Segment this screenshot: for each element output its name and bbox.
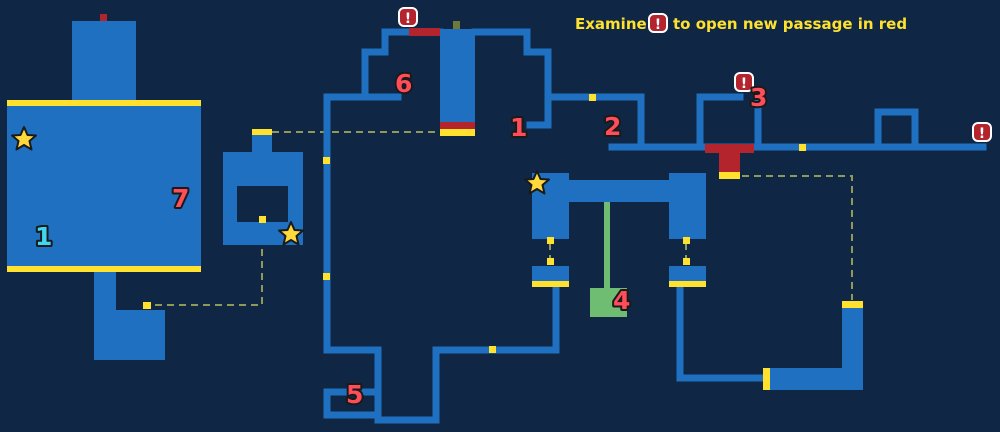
area-label-5: 5 [346, 380, 363, 409]
svg-text:!: ! [655, 17, 661, 33]
red-passage-shaft [440, 122, 475, 129]
area-label-3: 3 [750, 83, 767, 112]
room-west-south-corridor [94, 270, 116, 315]
area-labels: 1 7 6 1 2 3 4 5 [33, 67, 769, 411]
room-west-hall [7, 102, 201, 270]
room-ring [223, 134, 303, 245]
save-stars [11, 126, 550, 246]
exclaim-icon: ! [734, 72, 754, 92]
red-passage-east [705, 144, 754, 172]
room-south-east [770, 303, 863, 390]
room-west-tower [72, 21, 136, 102]
corridors [98, 28, 987, 424]
svg-text:!: ! [979, 126, 985, 142]
exclaim-markers: ! ! ! [398, 7, 992, 142]
star-icon [278, 221, 304, 246]
area-label-1-red: 1 [510, 113, 527, 142]
room-east-bridge [569, 180, 669, 202]
area-label-6: 6 [395, 69, 412, 98]
olive-marker [453, 21, 460, 29]
doors [7, 94, 863, 390]
legend-text-after: to open new passage in red [673, 15, 907, 33]
svg-text:!: ! [741, 76, 747, 92]
red-passages [100, 14, 754, 172]
area-label-7: 7 [172, 184, 189, 213]
exclaim-icon: ! [648, 13, 668, 33]
red-passage-top [409, 28, 440, 36]
room-east-right-block [669, 173, 706, 239]
legend-text-before: Examine [575, 15, 647, 33]
green-passage [590, 202, 627, 317]
area-label-1-cyan: 1 [35, 222, 52, 251]
svg-text:!: ! [405, 11, 411, 27]
room-central-shaft [440, 29, 475, 135]
star-icon [11, 126, 37, 151]
rooms [7, 21, 863, 390]
exclaim-icon: ! [972, 122, 992, 142]
area-label-4: 4 [613, 286, 630, 315]
legend: Examine ! to open new passage in red [575, 13, 907, 33]
star-icon [524, 170, 550, 195]
exclaim-icon: ! [398, 7, 418, 27]
area-label-2: 2 [604, 112, 621, 141]
room-west-south [94, 310, 165, 360]
